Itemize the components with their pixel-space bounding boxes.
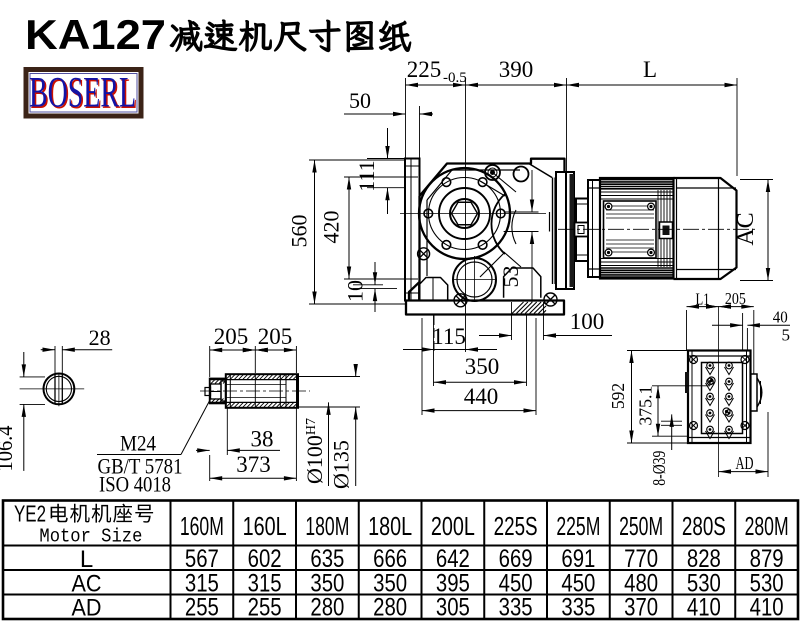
svg-text:225S: 225S [494, 511, 538, 541]
svg-text:560: 560 [287, 215, 312, 248]
svg-text:770: 770 [624, 545, 658, 573]
svg-text:28: 28 [89, 325, 111, 350]
svg-text:10: 10 [343, 280, 368, 302]
svg-text:Ø135: Ø135 [329, 440, 354, 489]
svg-text:280M: 280M [745, 511, 789, 541]
svg-text:370: 370 [624, 594, 658, 622]
svg-text:38: 38 [251, 427, 274, 452]
svg-text:669: 669 [499, 545, 533, 573]
svg-text:375.1: 375.1 [636, 386, 656, 426]
svg-text:L1: L1 [696, 290, 710, 309]
svg-text:YE2: YE2 [14, 501, 46, 527]
svg-text:602: 602 [248, 545, 282, 573]
svg-text:BOSERL: BOSERL [31, 71, 138, 118]
svg-text:BOSERL: BOSERL [29, 70, 136, 117]
svg-text:KA127: KA127 [25, 11, 166, 58]
svg-text:350: 350 [465, 354, 500, 379]
svg-text:335: 335 [561, 594, 595, 622]
svg-text:373: 373 [236, 452, 271, 477]
svg-text:335: 335 [499, 594, 533, 622]
svg-text:-0.5: -0.5 [443, 70, 467, 86]
svg-text:450: 450 [499, 569, 533, 597]
svg-text:480: 480 [624, 569, 658, 597]
svg-text:225M: 225M [556, 511, 600, 541]
svg-text:106.4: 106.4 [0, 426, 17, 472]
svg-text:AC: AC [733, 212, 759, 245]
svg-text:879: 879 [750, 545, 784, 573]
svg-text:691: 691 [561, 545, 595, 573]
svg-text:635: 635 [310, 545, 344, 573]
svg-text:350: 350 [310, 569, 344, 597]
svg-text:666: 666 [373, 545, 407, 573]
svg-text:350: 350 [373, 569, 407, 597]
svg-text:ISO 4018: ISO 4018 [99, 472, 171, 497]
svg-text:AD: AD [736, 453, 754, 473]
svg-text:L: L [80, 546, 93, 573]
svg-text:255: 255 [185, 594, 219, 622]
svg-text:280: 280 [373, 594, 407, 622]
svg-text:225: 225 [407, 57, 442, 82]
svg-text:180M: 180M [305, 511, 349, 541]
svg-text:530: 530 [750, 569, 784, 597]
svg-text:410: 410 [687, 594, 721, 622]
svg-text:M24: M24 [120, 431, 156, 456]
svg-text:828: 828 [687, 545, 721, 573]
svg-text:115: 115 [432, 324, 466, 349]
svg-text:5: 5 [782, 325, 791, 344]
svg-text:390: 390 [499, 57, 534, 82]
svg-text:567: 567 [185, 545, 219, 573]
svg-text:642: 642 [436, 545, 470, 573]
svg-text:53: 53 [498, 266, 523, 288]
svg-text:205: 205 [258, 324, 293, 349]
svg-text:255: 255 [248, 594, 282, 622]
svg-text:50: 50 [349, 88, 371, 113]
svg-text:315: 315 [248, 569, 282, 597]
svg-text:450: 450 [561, 569, 595, 597]
svg-text:Ø100H7: Ø100H7 [302, 418, 327, 484]
svg-text:AC: AC [72, 570, 102, 597]
svg-text:250M: 250M [619, 511, 663, 541]
svg-text:Motor Size: Motor Size [39, 526, 142, 548]
svg-text:AD: AD [72, 595, 102, 622]
svg-text:305: 305 [436, 594, 470, 622]
svg-text:8-Ø39: 8-Ø39 [649, 451, 669, 486]
svg-text:280S: 280S [682, 511, 726, 541]
svg-text:GB/T 5781: GB/T 5781 [98, 454, 183, 479]
svg-text:395: 395 [436, 569, 470, 597]
svg-text:200L: 200L [431, 511, 475, 541]
svg-text:280: 280 [310, 594, 344, 622]
svg-text:440: 440 [464, 384, 499, 409]
svg-text:160L: 160L [243, 511, 287, 541]
svg-text:315: 315 [185, 569, 219, 597]
svg-text:592: 592 [608, 383, 628, 409]
svg-text:L: L [643, 57, 657, 82]
svg-text:111: 111 [354, 160, 379, 191]
svg-text:410: 410 [750, 594, 784, 622]
svg-text:180L: 180L [368, 511, 412, 541]
svg-text:205: 205 [725, 289, 746, 308]
svg-text:420: 420 [319, 211, 344, 244]
svg-text:530: 530 [687, 569, 721, 597]
svg-text:100: 100 [570, 309, 605, 334]
svg-text:205: 205 [214, 324, 249, 349]
svg-text:160M: 160M [180, 511, 224, 541]
svg-text:40: 40 [773, 308, 788, 327]
